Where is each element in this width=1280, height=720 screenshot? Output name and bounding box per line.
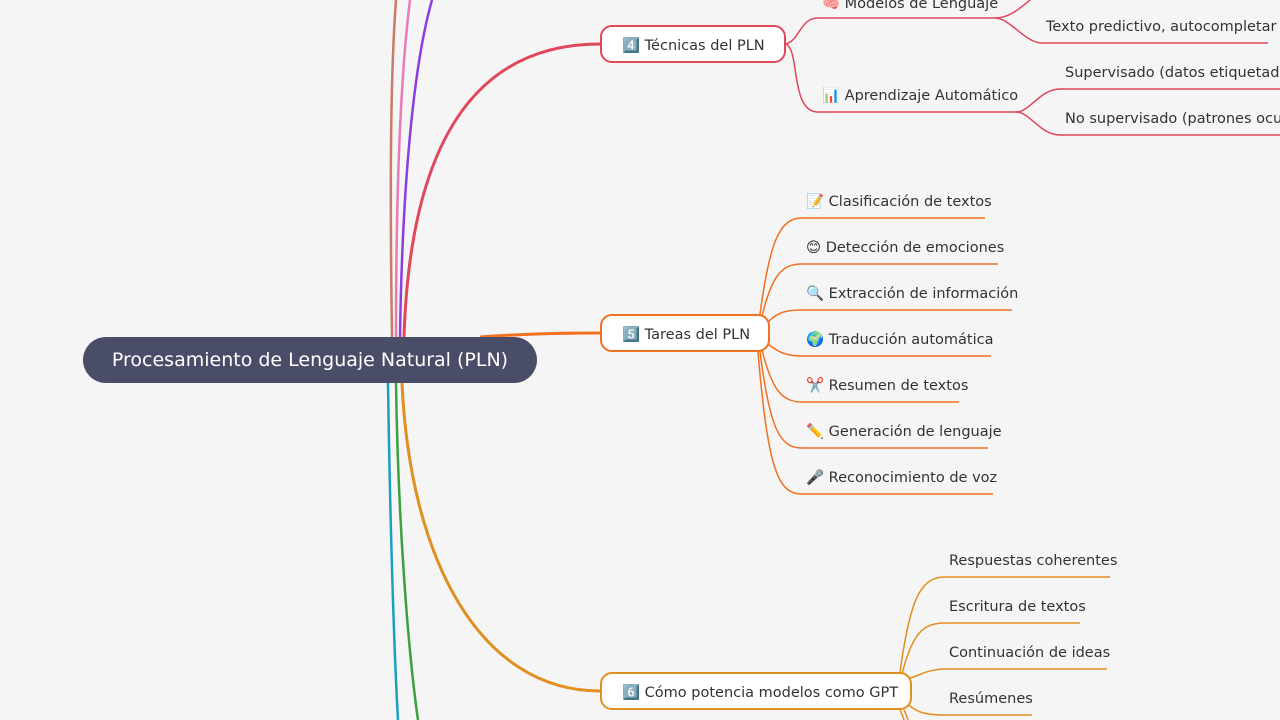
link-root-gpt: [400, 382, 601, 693]
node-tarea-generacion[interactable]: ✏️ Generación de lenguaje: [806, 424, 1002, 440]
link-tareas-7: [757, 351, 993, 495]
link-tecnicas-modelos: [785, 17, 995, 45]
node-gpt-respuestas[interactable]: Respuestas coherentes: [949, 553, 1118, 569]
node-tarea-voz[interactable]: 🎤 Reconocimiento de voz: [806, 470, 998, 486]
link-tareas-2: [761, 263, 998, 317]
trunk-line-pink: [394, 0, 412, 338]
link-tareas-1: [759, 217, 985, 315]
node-tarea-emociones[interactable]: 😊 Detección de emociones: [806, 240, 1005, 256]
trunk-line-teal: [386, 382, 400, 720]
root-node[interactable]: Procesamiento de Lenguaje Natural (PLN): [83, 337, 537, 383]
link-gpt-more-b: [903, 709, 909, 720]
node-gpt-continuacion[interactable]: Continuación de ideas: [949, 645, 1111, 661]
link-modelos-out: [994, 0, 1031, 19]
branch-tecnicas-label: 4️⃣ Técnicas del PLN: [622, 38, 765, 54]
link-gpt-2: [901, 622, 1080, 675]
trunk-line-green: [394, 382, 420, 720]
link-root-tecnicas: [402, 42, 601, 338]
link-modelos-texto: [994, 17, 1268, 44]
branch-gpt[interactable]: 6️⃣ Cómo potencia modelos como GPT: [600, 672, 912, 710]
link-gpt-more-a: [899, 709, 905, 720]
node-tarea-extraccion[interactable]: 🔍 Extracción de información: [806, 286, 1019, 302]
link-gpt-3: [903, 668, 1107, 679]
node-tarea-resumen[interactable]: ✂️ Resumen de textos: [806, 378, 969, 394]
link-tecnicas-aprendizaje: [785, 43, 1016, 113]
link-tareas-6: [759, 351, 988, 449]
branch-tareas-label: 5️⃣ Tareas del PLN: [622, 327, 751, 343]
link-aprendizaje-nosup: [1015, 111, 1280, 136]
node-supervisado[interactable]: Supervisado (datos etiquetados): [1065, 65, 1280, 81]
trunk-line-purple: [398, 0, 434, 338]
node-tarea-clasificacion[interactable]: 📝 Clasificación de textos: [806, 194, 992, 210]
trunk-line-brown: [389, 0, 398, 338]
link-root-tareas: [479, 331, 601, 339]
branch-gpt-label: 6️⃣ Cómo potencia modelos como GPT: [622, 685, 899, 701]
node-modelos-lenguaje[interactable]: 🧠 Modelos de Lenguaje: [822, 0, 999, 12]
link-aprendizaje-sup: [1015, 88, 1280, 113]
node-texto-predictivo[interactable]: Texto predictivo, autocompletar: [1046, 19, 1277, 35]
link-gpt-1: [899, 576, 1110, 673]
link-tareas-5: [761, 349, 959, 403]
node-aprendizaje-automatico[interactable]: 📊 Aprendizaje Automático: [822, 88, 1019, 104]
node-tarea-traduccion[interactable]: 🌍 Traducción automática: [806, 332, 994, 348]
node-gpt-escritura[interactable]: Escritura de textos: [949, 599, 1086, 615]
node-no-supervisado[interactable]: No supervisado (patrones ocultos): [1065, 111, 1280, 127]
branch-tecnicas[interactable]: 4️⃣ Técnicas del PLN: [600, 25, 786, 63]
node-gpt-resumenes[interactable]: Resúmenes: [949, 691, 1033, 707]
link-tareas-3: [767, 309, 1012, 323]
branch-tareas[interactable]: 5️⃣ Tareas del PLN: [600, 314, 770, 352]
link-tareas-4: [767, 343, 991, 357]
